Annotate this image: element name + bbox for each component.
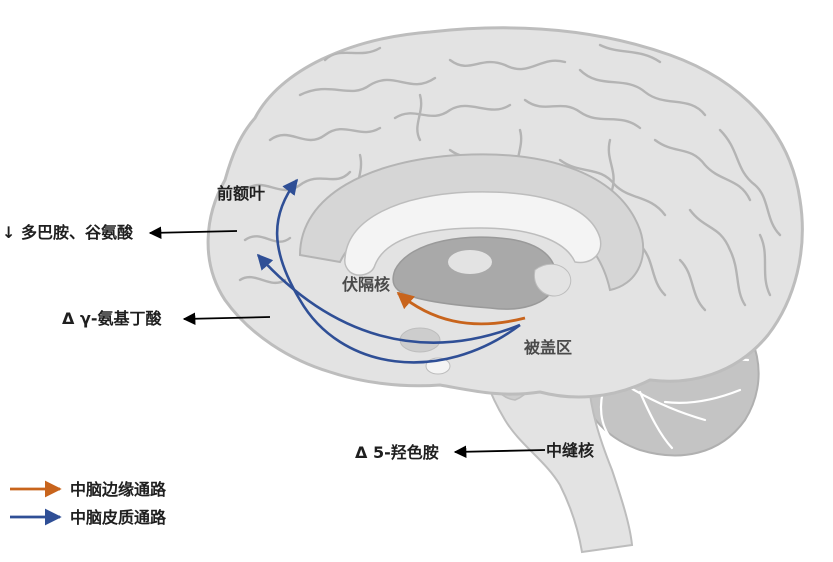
- label-dopamine-glutamate: ↓ 多巴胺、谷氨酸: [2, 223, 134, 242]
- legend: 中脑边缘通路 中脑皮质通路: [10, 480, 167, 527]
- label-gaba: Δ γ-氨基丁酸: [62, 309, 162, 328]
- midbrain-tectum: [533, 263, 572, 297]
- gaba-pointer-arrow: [182, 312, 271, 326]
- label-nucleus-accumbens: 伏隔核: [342, 275, 390, 294]
- label-prefrontal: 前额叶: [217, 184, 265, 203]
- serotonin-pointer-arrow: [453, 445, 546, 459]
- cerebrum: [206, 26, 804, 399]
- label-serotonin: Δ 5-羟色胺: [355, 443, 439, 462]
- label-vta: 被盖区: [524, 338, 572, 357]
- mesocortical-pathway: [256, 178, 521, 364]
- fornix-region: [448, 250, 492, 274]
- legend-mesocortical-label: 中脑皮质通路: [70, 508, 167, 527]
- corpus-callosum: [344, 191, 602, 276]
- label-raphe: 中缝核: [546, 441, 594, 460]
- mesolimbic-pathway: [396, 291, 526, 326]
- legend-mesolimbic-label: 中脑边缘通路: [70, 480, 167, 499]
- dopamine-pointer-arrow: [148, 226, 238, 240]
